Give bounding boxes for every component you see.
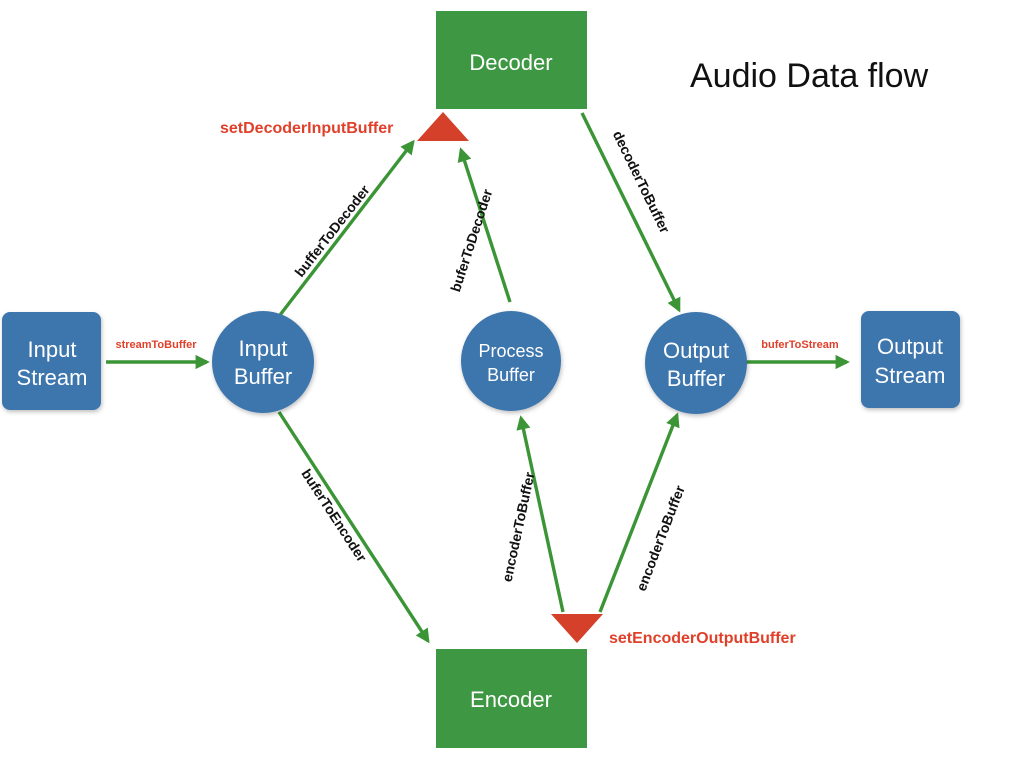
node-encoder[interactable]: Encoder (436, 649, 587, 748)
stream-to-buffer-label: streamToBuffer (115, 339, 197, 351)
set-decoder-input-buffer-label: setDecoderInputBuffer (220, 120, 393, 137)
node-decoder[interactable]: Decoder (436, 11, 587, 109)
set-encoder-output-buffer-label: setEncoderOutputBuffer (609, 630, 796, 647)
encoder-label: Encoder (470, 687, 552, 712)
input-buffer-label-line2: Buffer (234, 364, 292, 389)
node-process-buffer[interactable]: Process Buffer (461, 311, 561, 411)
node-output-buffer[interactable]: Output Buffer (645, 312, 747, 414)
process-buffer-label-line2: Buffer (487, 365, 535, 385)
input-stream-label-line1: Input (28, 337, 77, 362)
encoder-to-buffer-right-label: encoderToBuffer (633, 483, 688, 594)
set-decoder-input-buffer-marker (417, 112, 469, 141)
node-input-buffer[interactable]: Input Buffer (212, 311, 314, 413)
diagram-title: Audio Data flow (690, 57, 929, 95)
set-encoder-output-buffer-marker (551, 614, 603, 643)
node-input-stream[interactable]: Input Stream (2, 312, 101, 410)
encoder-to-buffer-left-label: encoderToBuffer (499, 470, 538, 583)
output-stream-label-line1: Output (877, 334, 943, 359)
buffer-to-decoder-label: bufferToDecoder (291, 182, 373, 280)
process-buffer-label-line1: Process (478, 341, 543, 361)
bufer-to-encoder-label: buferToEncoder (298, 466, 370, 565)
arrow-decoder-to-buffer (580, 112, 681, 313)
output-stream-label-line2: Stream (875, 363, 946, 388)
output-buffer-label-line2: Buffer (667, 366, 725, 391)
decoder-label: Decoder (469, 50, 552, 75)
edges (106, 112, 850, 644)
output-buffer-label-line1: Output (663, 338, 729, 363)
input-buffer-label-line1: Input (239, 336, 288, 361)
decoder-to-buffer-label: decoderToBuffer (610, 128, 674, 236)
node-output-stream[interactable]: Output Stream (861, 311, 960, 408)
arrow-encoder-to-process-buffer (516, 415, 565, 613)
arrow-encoder-to-output-buffer (598, 412, 680, 613)
arrow-bufer-to-decoder (457, 147, 512, 303)
arrow-bufer-to-encoder (277, 411, 430, 644)
arrow-buffer-to-decoder (278, 139, 415, 317)
bufer-to-stream-label: buferToStream (761, 339, 839, 351)
input-stream-label-line2: Stream (17, 365, 88, 390)
